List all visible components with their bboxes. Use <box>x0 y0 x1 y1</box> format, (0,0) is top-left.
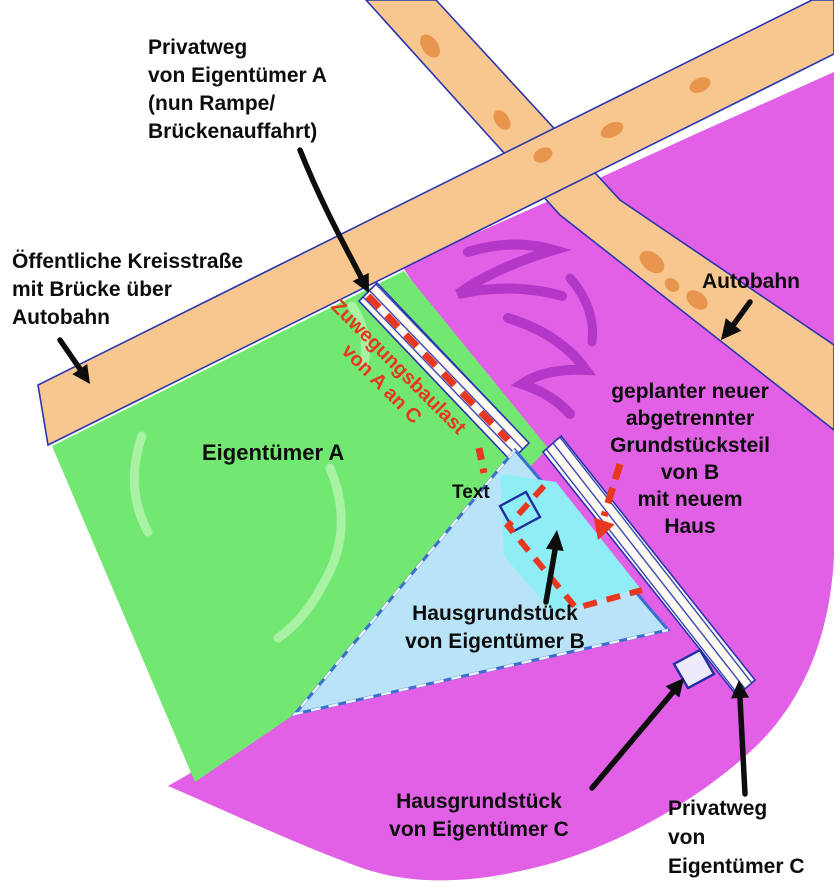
green-scribble <box>347 301 370 369</box>
hausgrundstueck-b-label: Hausgrundstück von Eigentümer B <box>386 600 604 656</box>
road-patch <box>420 34 440 58</box>
new-part-dashed-border <box>504 483 643 612</box>
kreisstrasse-line: Autobahn <box>12 306 110 329</box>
road-patch <box>686 290 708 310</box>
arrow-privatweg-a-head <box>352 272 369 293</box>
geplanter-teil-line: mit neuem <box>637 488 743 511</box>
eigentuemer-a-label: Eigentümer A <box>202 440 345 465</box>
autobahn-road <box>364 0 834 432</box>
arrow-hausgrundstueck-b <box>543 547 558 605</box>
geplanter-teil-line: Grundstücksteil <box>610 434 770 457</box>
privatweg-c-label: Privatweg von Eigentümer C <box>668 794 805 881</box>
text-marker-label: Text <box>452 482 490 503</box>
arrow-hausgrundstueck-b-head <box>545 530 564 551</box>
red-dashed-arrow-head <box>593 517 615 540</box>
privatweg-a-line: von Eigentümer A <box>148 64 327 87</box>
geplanter-teil-label: geplanter neuer abgetrennter Grundstücks… <box>583 378 797 540</box>
privatweg-c-line: Privatweg <box>668 797 768 820</box>
geplanter-teil-line: abgetrennter <box>625 407 755 430</box>
road-patch <box>493 110 511 130</box>
privatweg-c-line: von <box>668 826 706 849</box>
magenta-scribble <box>565 273 598 347</box>
arrow-kreisstrasse-head <box>72 364 90 384</box>
hausgrundstueck-c-label: Hausgrundstück von Eigentümer C <box>370 788 588 844</box>
arrow-kreisstrasse <box>57 337 83 372</box>
hausgrundstueck-c-line: Hausgrundstück <box>396 790 562 813</box>
road-patch <box>664 278 680 292</box>
privatweg-a-label: Privatweg von Eigentümer A (nun Rampe/ B… <box>148 34 327 146</box>
privatweg-a-line: Brückenauffahrt) <box>148 120 318 143</box>
road-patch <box>600 121 624 139</box>
autobahn-label: Autobahn <box>702 270 800 293</box>
geplanter-teil-line: geplanter neuer <box>611 380 769 403</box>
kreisstrasse-road <box>37 0 834 447</box>
privatweg-a-line: (nun Rampe/ <box>148 92 276 115</box>
kreisstrasse-label: Öffentliche Kreisstraße mit Brücke über … <box>12 248 243 332</box>
parcel-blue-dashed-edge <box>291 449 669 717</box>
road-patch <box>689 77 711 93</box>
arrow-autobahn <box>731 299 753 327</box>
arrow-hausgrundstueck-c-head <box>665 678 684 698</box>
arrow-privatweg-a <box>297 147 364 280</box>
green-scribble <box>273 463 346 643</box>
road-patch <box>533 147 553 163</box>
baulast-dashed-corner <box>475 447 488 474</box>
road-patch <box>639 250 665 274</box>
kreisstrasse-line: Öffentliche Kreisstraße <box>12 250 244 273</box>
arrow-privatweg-c <box>737 695 748 797</box>
geplanter-teil-line: von B <box>660 461 720 484</box>
parcel-green-a <box>52 271 548 782</box>
hausgrundstueck-b-line: von Eigentümer B <box>405 630 585 653</box>
arrow-privatweg-c-head <box>731 680 749 699</box>
privatweg-c-strip-hatch <box>543 436 755 696</box>
red-dashed-arrow-line <box>600 462 624 518</box>
hausgrundstueck-c-line: von Eigentümer C <box>389 818 569 841</box>
privatweg-c-line: Eigentümer C <box>668 855 805 878</box>
arrow-autobahn-head <box>721 318 742 340</box>
hausgrundstueck-b-line: Hausgrundstück <box>412 602 578 625</box>
green-scribble <box>129 431 153 537</box>
arrow-hausgrundstueck-c <box>589 689 676 791</box>
kreisstrasse-line: mit Brücke über <box>12 278 172 301</box>
baulast-dashed-line <box>365 293 511 443</box>
geplanter-teil-line: Haus <box>664 515 716 538</box>
magenta-scribble <box>503 313 597 419</box>
magenta-scribble <box>455 239 572 301</box>
privatweg-a-line: Privatweg <box>148 36 248 59</box>
